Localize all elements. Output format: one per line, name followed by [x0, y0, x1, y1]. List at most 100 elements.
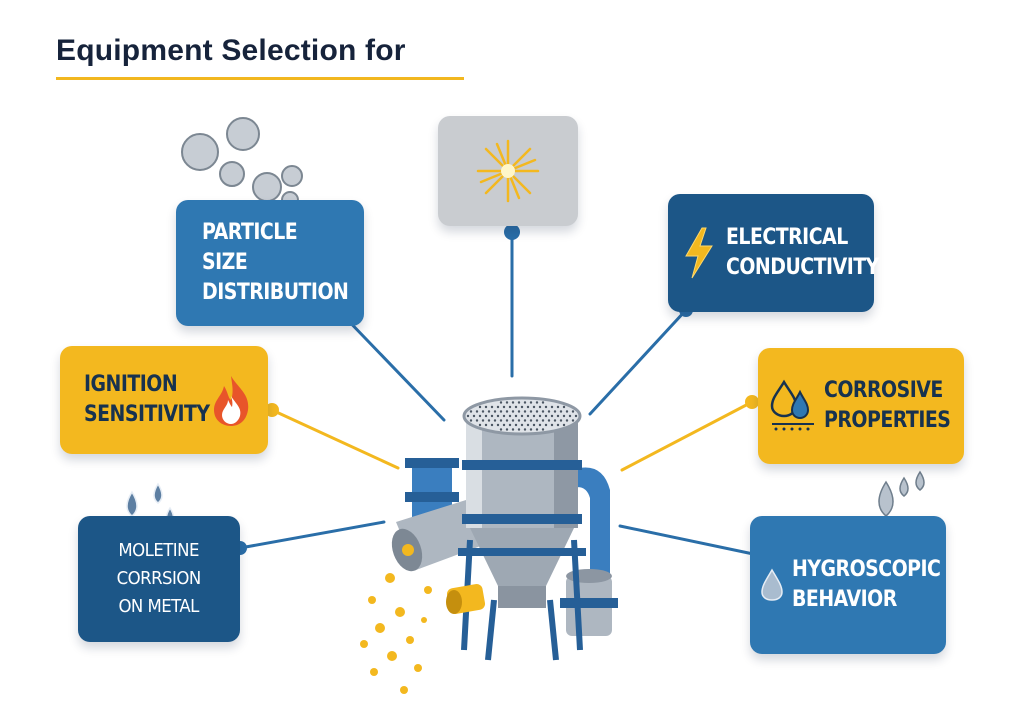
mesh-hole	[571, 410, 575, 413]
label-line: CONDUCTIVITY	[726, 255, 879, 280]
card-label: IGNITION SENSITIVITY	[84, 370, 210, 430]
label-line: IGNITION	[84, 372, 178, 397]
label-line: SENSITIVITY	[84, 402, 210, 427]
mesh-hole	[517, 428, 521, 431]
mesh-hole	[517, 410, 521, 413]
mesh-hole	[544, 423, 548, 427]
mesh-hole	[484, 414, 488, 418]
mesh-hole	[532, 423, 536, 427]
mesh-hole	[466, 414, 470, 418]
mesh-hole	[475, 419, 479, 422]
mesh-hole	[481, 419, 485, 422]
mesh-hole	[568, 414, 572, 418]
mesh-hole	[550, 414, 554, 418]
mesh-hole	[526, 423, 530, 427]
label-line: ELECTRICAL	[726, 225, 848, 250]
mesh-hole	[538, 423, 542, 427]
mesh-hole	[505, 410, 509, 413]
connector-hygroscopic	[618, 524, 760, 557]
mesh-hole	[529, 419, 533, 422]
mesh-hole	[532, 405, 536, 409]
spark-card	[438, 116, 578, 226]
mesh-hole	[502, 405, 506, 409]
mesh-hole	[490, 423, 494, 427]
mesh-hole	[511, 419, 515, 422]
mesh-hole	[541, 410, 545, 413]
mesh-hole	[505, 401, 509, 404]
mesh-hole	[550, 405, 554, 409]
mesh-hole	[502, 423, 506, 427]
mesh-hole	[499, 410, 503, 413]
mesh-hole	[523, 401, 527, 404]
mesh-hole	[544, 405, 548, 409]
mesh-hole	[535, 410, 539, 413]
card-label: ELECTRICAL CONDUCTIVITY	[726, 223, 879, 283]
label-line: CORROSIVE	[824, 378, 943, 403]
mesh-hole	[535, 428, 539, 431]
mesh-hole	[559, 419, 563, 422]
hygroscopic-droplets	[869, 459, 955, 517]
mesh-hole	[511, 410, 515, 413]
mesh-hole	[529, 428, 533, 431]
mesh-hole	[550, 423, 554, 427]
mesh-hole	[472, 414, 476, 418]
lightning-icon	[685, 227, 713, 279]
card-corrosive-properties: CORROSIVE PROPERTIES	[758, 348, 964, 464]
mesh-hole	[574, 414, 578, 418]
mesh-hole	[508, 405, 512, 409]
corrosive-droplet-icon	[770, 379, 814, 431]
mesh-hole	[526, 414, 530, 418]
mesh-hole	[532, 414, 536, 418]
mesh-hole	[487, 410, 491, 413]
card-label: HYGROSCOPIC BEHAVIOR	[792, 555, 941, 615]
mesh-hole	[547, 419, 551, 422]
label-line: MOLETINE	[118, 540, 200, 561]
mesh-hole	[481, 410, 485, 413]
mesh-hole	[520, 414, 524, 418]
mesh-hole	[505, 419, 509, 422]
label-line: CORRSION	[116, 568, 202, 589]
mesh-hole	[484, 423, 488, 427]
mesh-hole	[565, 419, 569, 422]
connector-particle-size	[338, 310, 446, 422]
label-line: PARTICLE SIZE	[202, 220, 298, 275]
title-underline	[56, 77, 464, 80]
mesh-hole	[484, 405, 488, 409]
card-label: CORROSIVE PROPERTIES	[824, 376, 951, 436]
mesh-hole	[508, 423, 512, 427]
mesh-hole	[517, 401, 521, 404]
card-hygroscopic-behavior: HYGROSCOPIC BEHAVIOR	[750, 516, 946, 654]
mesh-hole	[511, 401, 515, 404]
connector-ignition	[270, 408, 400, 470]
card-label: MOLETINE CORRSION ON METAL	[116, 537, 202, 621]
label-line: ON METAL	[118, 596, 200, 617]
label-line: PROPERTIES	[824, 408, 951, 433]
mesh-hole	[520, 405, 524, 409]
mesh-hole	[544, 414, 548, 418]
label-line: DISTRIBUTION	[202, 280, 349, 305]
mesh-hole	[499, 419, 503, 422]
mesh-hole	[514, 414, 518, 418]
mesh-hole	[478, 423, 482, 427]
mesh-hole	[553, 419, 557, 422]
mesh-hole	[562, 423, 566, 427]
mesh-hole	[493, 410, 497, 413]
mesh-hole	[478, 405, 482, 409]
water-drop-icon	[761, 568, 783, 601]
mesh-hole	[556, 414, 560, 418]
mesh-hole	[496, 405, 500, 409]
mesh-hole	[496, 414, 500, 418]
mesh-hole	[529, 410, 533, 413]
processing-equipment-illustration	[360, 396, 618, 694]
page-title: Equipment Selection for	[56, 34, 406, 67]
mesh-hole	[565, 410, 569, 413]
mesh-hole	[520, 423, 524, 427]
card-particle-size-distribution: PARTICLE SIZE DISTRIBUTION	[176, 200, 364, 326]
mesh-hole	[535, 419, 539, 422]
mesh-hole	[469, 419, 473, 422]
mesh-hole	[493, 419, 497, 422]
mesh-hole	[496, 423, 500, 427]
mesh-hole	[523, 428, 527, 431]
mesh-hole	[541, 419, 545, 422]
